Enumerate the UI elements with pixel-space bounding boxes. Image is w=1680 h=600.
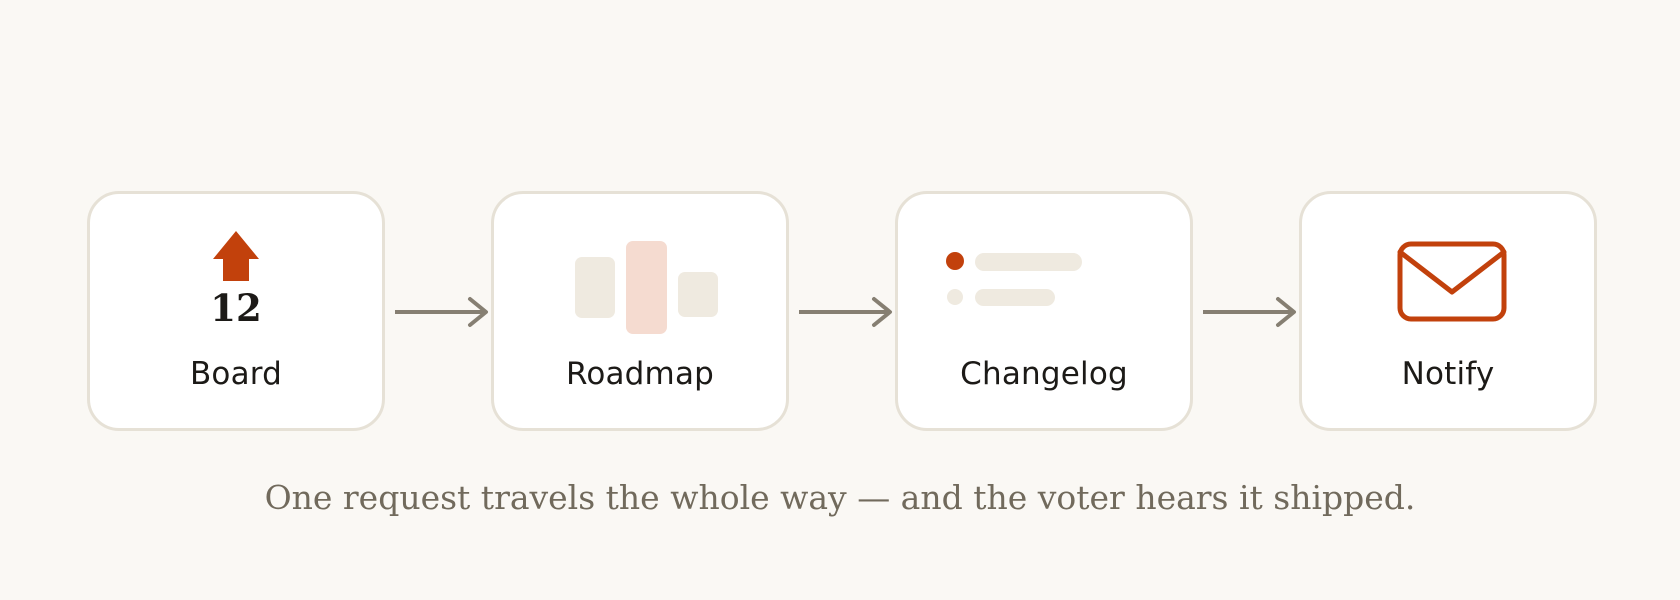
arrow-right-icon [395, 297, 488, 327]
step-label-roadmap: Roadmap [565, 356, 715, 392]
step-label-changelog: Changelog [960, 356, 1128, 392]
step-card-roadmap: Roadmap [491, 191, 789, 431]
roadmap-columns-icon [575, 241, 718, 334]
diagram-caption: One request travels the whole way — and … [264, 478, 1416, 517]
step-label-board: Board [189, 356, 283, 392]
changelog-list-icon [946, 252, 1082, 306]
step-card-board: 12 Board [87, 191, 385, 431]
upvote-arrow-icon [213, 231, 259, 281]
step-card-notify: Notify [1299, 191, 1597, 431]
arrow-right-icon [1203, 297, 1296, 327]
envelope-icon [1397, 241, 1507, 322]
step-card-changelog: Changelog [895, 191, 1193, 431]
arrow-right-icon [799, 297, 892, 327]
vote-count: 12 [210, 286, 262, 330]
step-label-notify: Notify [1401, 356, 1495, 392]
